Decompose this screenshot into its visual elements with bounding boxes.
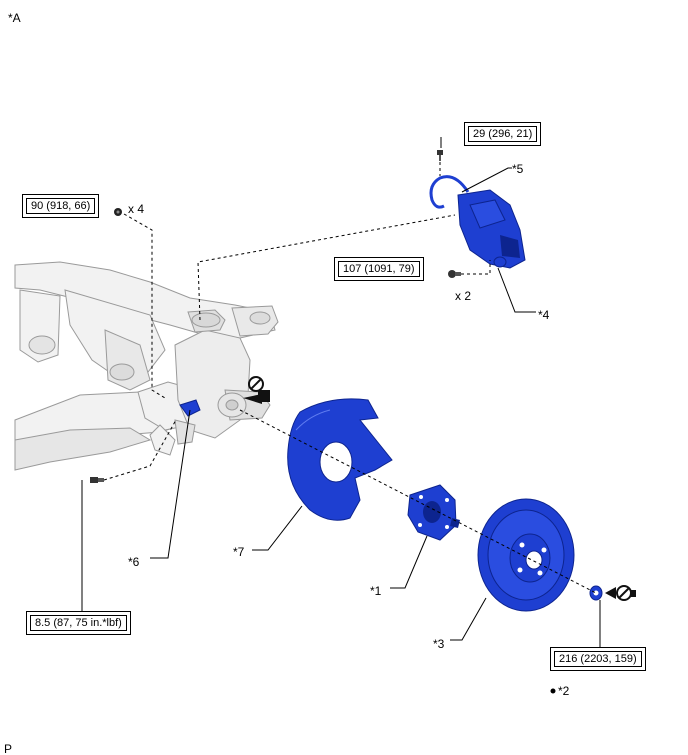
callout-hose: *5 <box>512 162 524 176</box>
brake-hose-part <box>429 175 470 209</box>
callout-caliper: *4 <box>538 308 550 322</box>
leader-lines <box>81 137 601 648</box>
torque-value-shield-bolt: 8.5 (87, 75 in.*lbf) <box>30 615 127 631</box>
brake-caliper-part <box>457 189 526 269</box>
callout-hub: *1 <box>370 584 382 598</box>
brake-disc-part <box>477 498 575 612</box>
bolt-icon <box>437 150 443 161</box>
callout-dust-cover: *7 <box>233 545 245 559</box>
do-not-reuse-icon <box>248 376 264 392</box>
hub-nut-part <box>589 585 603 601</box>
nut-icon <box>114 208 122 216</box>
quantity-crossmember: x 4 <box>128 202 145 216</box>
hub-arrow-icon <box>243 390 270 404</box>
shield-bolt-icon <box>90 477 104 483</box>
callout-disc: *3 <box>433 637 445 651</box>
torque-box-bleeder: 29 (296, 21) <box>464 122 542 146</box>
quantity-caliper: x 2 <box>455 289 472 303</box>
assembly-dashed-lines <box>103 162 597 594</box>
torque-box-crossmember: 90 (918, 66) <box>22 194 100 218</box>
hub-part <box>407 484 460 541</box>
speed-sensor-blue <box>179 399 201 417</box>
legend-bullet-icon <box>550 688 556 694</box>
callout-sensor: *6 <box>128 555 140 569</box>
torque-value-bleeder: 29 (296, 21) <box>468 126 538 142</box>
torque-value-caliper: 107 (1091, 79) <box>338 261 420 277</box>
rear-suspension-assembly <box>14 261 279 471</box>
torque-value-hub-nut: 216 (2203, 159) <box>554 651 642 667</box>
torque-box-hub-nut: 216 (2203, 159) <box>550 647 646 671</box>
corner-label: P <box>4 742 13 755</box>
torque-box-caliper: 107 (1091, 79) <box>334 257 424 281</box>
hub-nut-do-not-reuse-icon <box>605 585 636 601</box>
dust-cover-part <box>287 398 393 521</box>
figure-label: *A <box>8 11 21 25</box>
torque-box-shield-bolt: 8.5 (87, 75 in.*lbf) <box>26 611 131 635</box>
torque-value-crossmember: 90 (918, 66) <box>26 198 96 214</box>
callout-legend-dot: *2 <box>558 684 570 698</box>
caliper-bolt-icon <box>448 270 461 278</box>
